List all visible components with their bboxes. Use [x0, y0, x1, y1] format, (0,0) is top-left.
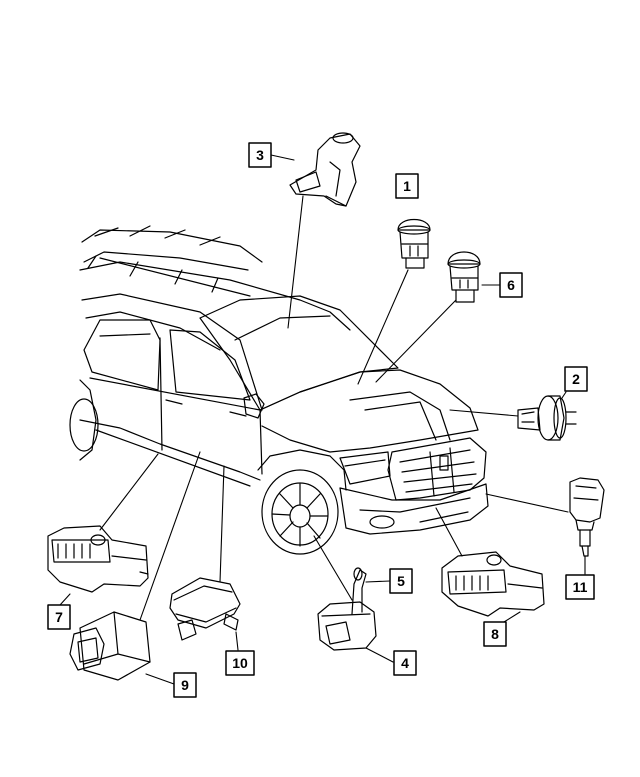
callout-9: 9 [173, 672, 197, 698]
leader-9-box [145, 673, 175, 685]
callout-8: 8 [483, 621, 507, 647]
svg-text:8: 8 [491, 626, 499, 642]
round-sensor-connector [517, 395, 577, 441]
callout-4: 4 [393, 650, 417, 676]
side-impact-sensor-left [47, 525, 149, 593]
svg-text:10: 10 [232, 655, 248, 671]
leader-11 [485, 493, 569, 513]
module-connector [69, 611, 151, 681]
svg-text:2: 2 [572, 371, 580, 387]
svg-text:5: 5 [397, 573, 405, 589]
leader-9 [139, 451, 201, 621]
rain-light-sensor [289, 132, 361, 207]
callout-5: 5 [389, 568, 413, 594]
leader-8-box [503, 611, 521, 623]
svg-text:11: 11 [573, 579, 588, 595]
leader-2 [449, 409, 519, 417]
leader-4 [313, 535, 353, 601]
leader-5 [365, 580, 391, 583]
front-impact-sensor [441, 551, 545, 617]
sensor-bulb-socket-1 [397, 218, 431, 269]
svg-text:9: 9 [181, 677, 189, 693]
small-module-sensor [169, 577, 241, 641]
leader-lines [59, 154, 586, 685]
leader-7-box [59, 593, 71, 606]
svg-text:1: 1 [403, 178, 411, 194]
leader-3 [287, 195, 304, 329]
callout-3: 3 [248, 142, 272, 168]
svg-text:4: 4 [401, 655, 409, 671]
sensor-bulb-socket-6 [447, 251, 481, 303]
leader-3-box [270, 154, 295, 161]
leader-6 [375, 299, 457, 383]
leader-4-box [365, 647, 394, 663]
svg-text:6: 6 [507, 277, 515, 293]
temperature-sensor [569, 477, 605, 557]
svg-text:3: 3 [256, 147, 264, 163]
leader-8 [435, 507, 463, 557]
leader-7 [99, 453, 159, 531]
svg-text:7: 7 [55, 609, 63, 625]
tire-pressure-sensor [317, 567, 377, 651]
callout-10: 10 [225, 650, 255, 676]
callout-1: 1 [395, 173, 419, 199]
leader-1 [357, 269, 409, 385]
leader-10 [219, 465, 225, 583]
callout-11: 11 [565, 574, 595, 600]
callout-2: 2 [564, 366, 588, 392]
leader-10-box [235, 631, 239, 651]
leader-2-box [561, 391, 567, 399]
vehicle-illustration [69, 225, 489, 555]
callout-7: 7 [47, 604, 71, 630]
callout-6: 6 [499, 272, 523, 298]
